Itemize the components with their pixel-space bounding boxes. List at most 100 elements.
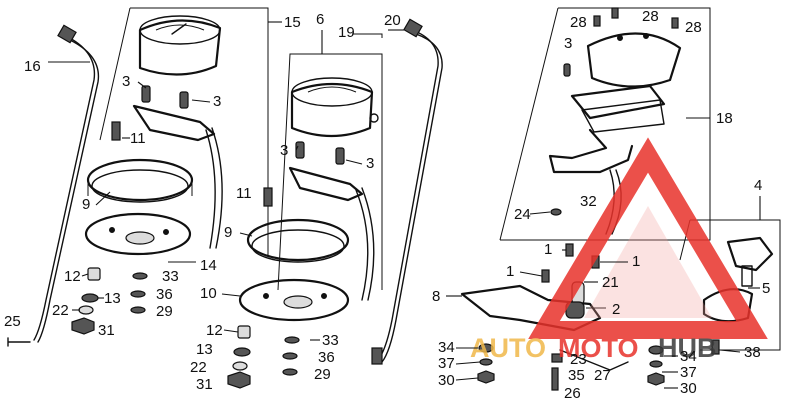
callout-22-tacho: 22 <box>190 359 207 376</box>
washer-29-center <box>282 368 298 376</box>
callout-36-tacho: 36 <box>318 349 335 366</box>
callout-13-speedo: 13 <box>104 290 121 307</box>
callout-34-left: 34 <box>438 339 455 356</box>
callout-23: 23 <box>570 351 587 368</box>
callout-3-speedo-right: 3 <box>213 93 221 110</box>
callout-34-right: 34 <box>680 348 697 365</box>
bulb-left <box>141 85 151 103</box>
callout-37-right: 37 <box>680 364 697 381</box>
bolt-11-center <box>263 187 273 207</box>
callout-8: 8 <box>432 288 440 305</box>
leader-10 <box>221 293 241 297</box>
callout-19: 19 <box>338 24 355 41</box>
indicator-bulb <box>563 63 571 77</box>
cable-16-inner <box>37 39 100 343</box>
tachometer-bottom-cover <box>238 278 350 322</box>
bulb-right <box>179 91 189 109</box>
callout-32: 32 <box>580 193 597 210</box>
callout-31-speedo: 31 <box>98 322 115 339</box>
washer-34-right <box>648 345 664 355</box>
speedometer-bottom-cover <box>84 212 192 256</box>
washer-22-center <box>232 361 248 371</box>
bracket-4 <box>690 219 781 351</box>
speedometer-face <box>139 15 221 45</box>
leader-12b <box>223 329 239 333</box>
callout-10: 10 <box>200 285 217 302</box>
speedometer-case <box>86 158 194 202</box>
bracket-19 <box>352 33 383 38</box>
nut-31-left <box>71 317 95 335</box>
spacer-23 <box>551 353 563 363</box>
speedometer-case-inner <box>91 169 189 203</box>
callout-4: 4 <box>754 177 762 194</box>
speedometer-dial-arc <box>155 24 205 31</box>
callout-6: 6 <box>316 11 324 28</box>
leader-3a <box>137 81 147 89</box>
callout-25: 25 <box>4 313 21 330</box>
bolt-1-top <box>565 243 574 257</box>
tachometer-assembly <box>227 30 383 389</box>
callout-5: 5 <box>762 280 770 297</box>
tacho-wire-b <box>361 187 375 301</box>
callout-3-tacho-right: 3 <box>366 155 374 172</box>
callout-37-left: 37 <box>438 355 455 372</box>
callout-1-right: 1 <box>632 253 640 270</box>
bracket-6 <box>277 53 383 291</box>
callout-3-tacho-left: 3 <box>280 142 288 159</box>
screw-38 <box>711 339 720 355</box>
washer-13-left <box>81 293 99 303</box>
callout-9-tacho: 9 <box>224 224 232 241</box>
callout-11-tacho: 11 <box>236 185 252 202</box>
nut-30-left <box>477 370 495 384</box>
bracket-18-left <box>499 7 559 241</box>
tachometer-dial-arc <box>307 86 357 93</box>
nut-31-center <box>227 371 251 389</box>
washer-34-left <box>478 343 494 353</box>
callout-1-top: 1 <box>544 241 552 258</box>
callout-12-speedo: 12 <box>64 268 81 285</box>
grommet-12-left <box>87 267 101 281</box>
callout-15: 15 <box>284 14 301 31</box>
cable-20-outer <box>377 29 439 361</box>
washer-36-center <box>282 352 298 360</box>
bolt-11-left <box>111 121 121 141</box>
callout-28-c: 28 <box>685 19 702 36</box>
callout-24: 24 <box>514 206 531 223</box>
washer-33-center <box>284 336 300 344</box>
tachometer-lamp <box>369 113 379 123</box>
bolt-26 <box>551 367 559 391</box>
callout-3-indicator: 3 <box>564 35 572 52</box>
callout-33-tacho: 33 <box>322 332 339 349</box>
cable-20-inner <box>381 33 443 363</box>
speedometer-body <box>138 19 222 76</box>
cover-screw-hole-a <box>617 35 623 41</box>
callout-27: 27 <box>594 367 611 384</box>
callout-9-speedo: 9 <box>82 196 90 213</box>
callout-20: 20 <box>384 12 401 29</box>
leader-24 <box>529 211 551 215</box>
tacho-bulb-left <box>295 141 305 159</box>
callout-11-speedo: 11 <box>130 130 146 147</box>
bracket-15 <box>130 7 269 255</box>
bracket-15-left <box>99 7 131 141</box>
leader-12a <box>81 273 89 277</box>
screw-28-b <box>611 7 619 19</box>
callout-1-left: 1 <box>506 263 514 280</box>
cover-hole-a <box>109 227 115 233</box>
leader-38 <box>719 349 741 353</box>
washer-37-right <box>649 360 663 368</box>
washer-22-left <box>78 305 94 315</box>
tacho-cover-hole-a <box>263 293 269 299</box>
cable-20-bottom-fitting <box>371 347 383 365</box>
tacho-cover-hole-b <box>321 293 327 299</box>
leader-37a <box>455 361 481 365</box>
callout-18: 18 <box>716 110 733 127</box>
nut-30-right <box>647 372 665 386</box>
indicator-top-cover <box>586 32 682 88</box>
leader-30a <box>455 377 479 381</box>
screw-28-c <box>671 17 679 29</box>
leader-lines <box>72 29 741 389</box>
callout-13-tacho: 13 <box>196 341 213 358</box>
speedometer-cable <box>7 24 100 347</box>
leader-3b <box>191 99 211 103</box>
